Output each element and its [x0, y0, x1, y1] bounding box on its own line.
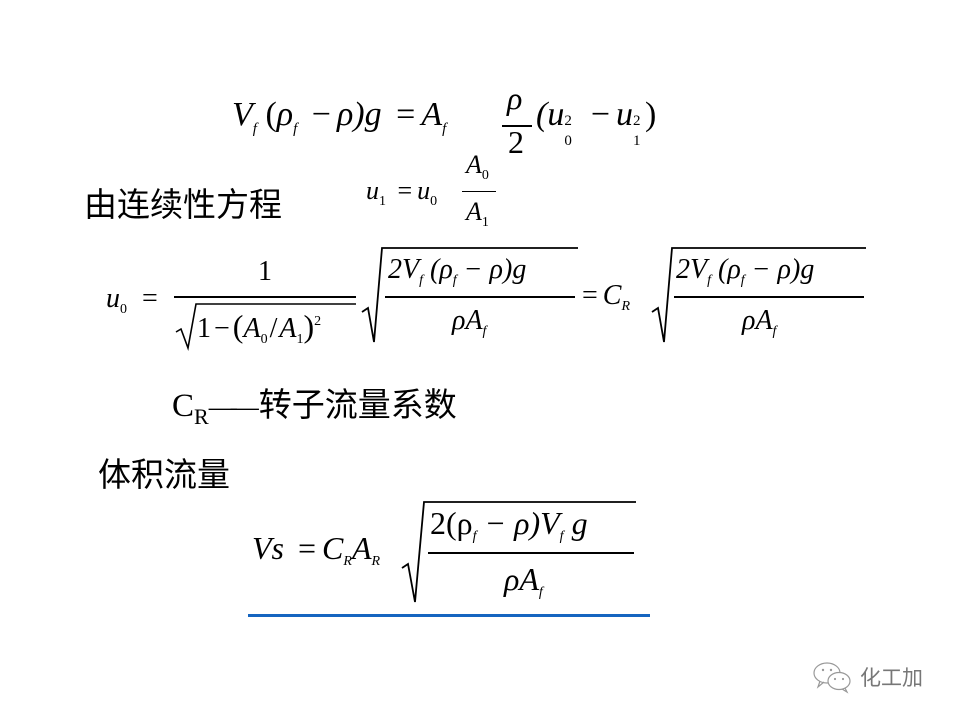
- sqrt-symbol: [175, 303, 356, 352]
- sqrt-symbol: [401, 501, 636, 603]
- fraction-bar: [385, 296, 575, 298]
- fraction-bar: [174, 296, 356, 298]
- fraction-bar: [462, 191, 496, 192]
- sqrt-symbol: [651, 247, 866, 343]
- volume-flow-label: 体积流量: [98, 455, 230, 494]
- fraction-bar: [502, 125, 532, 127]
- underline-divider: [248, 614, 650, 617]
- sqrt-symbol: [361, 247, 578, 343]
- fraction-bar: [428, 552, 634, 554]
- continuity-label: 由连续性方程: [84, 185, 282, 224]
- var-V: V: [232, 96, 253, 133]
- fraction-bar: [674, 296, 864, 298]
- watermark: 化工加: [812, 660, 923, 694]
- wechat-icon: [813, 662, 851, 694]
- cr-definition: CR——转子流量系数: [172, 385, 457, 429]
